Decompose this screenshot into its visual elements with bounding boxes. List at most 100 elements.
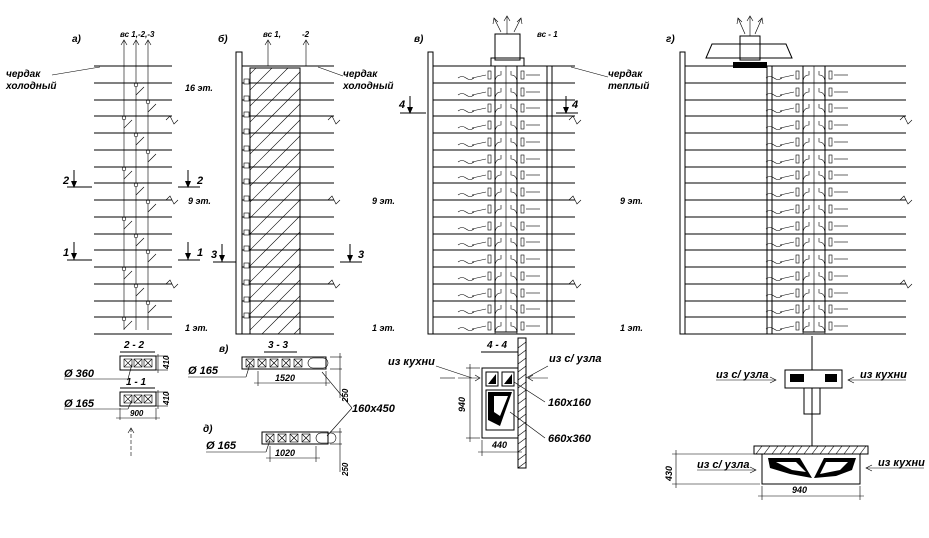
panel-g-branch-right bbox=[818, 71, 826, 84]
panel-g-roof-fan bbox=[705, 15, 793, 68]
panel-v-inflow-arrow bbox=[471, 241, 487, 246]
panel-g-inflow-wave bbox=[765, 176, 783, 180]
floor-1-label-v: 1 эт. bbox=[372, 323, 395, 333]
panel-b-grille bbox=[243, 145, 250, 152]
panel-g-branch-right bbox=[818, 138, 826, 151]
panel-v-inflow-arrow bbox=[471, 325, 487, 330]
svg-text:1: 1 bbox=[197, 247, 203, 259]
panel-a-branch bbox=[147, 103, 157, 113]
panel-a-branch bbox=[135, 186, 145, 196]
panel-v-branch-right bbox=[510, 121, 518, 134]
sub-v-duct-cross bbox=[245, 358, 255, 368]
panel-g-inflow-arrow bbox=[779, 191, 795, 196]
section-2-2-detail: 2 - 2 410 Ø 360 bbox=[64, 340, 171, 380]
sub-d-duct-box bbox=[301, 433, 311, 443]
panel-v-grille-left bbox=[487, 221, 492, 231]
panel-v-branch-left bbox=[494, 255, 502, 268]
svg-text:2: 2 bbox=[62, 175, 69, 187]
panel-v-grille-left bbox=[487, 271, 492, 281]
sub-v-collector bbox=[307, 357, 329, 369]
sub-v-duct-cross bbox=[269, 358, 279, 368]
panel-b-break-mark bbox=[327, 115, 341, 125]
panel-v-inflow-wave bbox=[457, 109, 475, 113]
panel-v-inflow-wave bbox=[457, 227, 475, 231]
hatch-line bbox=[250, 247, 300, 299]
panel-g-inflow-arrow bbox=[779, 292, 795, 297]
dim-d165-a: Ø 165 bbox=[64, 398, 95, 410]
panel-g-riser bbox=[765, 65, 848, 335]
panel-v-grille-right bbox=[520, 120, 525, 130]
slab-hatch-line bbox=[787, 445, 795, 455]
panel-g-inflow-arrow bbox=[779, 225, 795, 230]
panel-g-floor-lines bbox=[685, 65, 913, 335]
panel-g-grille-right bbox=[828, 187, 833, 197]
panel-b-grille bbox=[243, 95, 250, 102]
panel-v-grille-right bbox=[520, 321, 525, 331]
section-3-3-detail-d: д) Ø 165 1020 250 bbox=[203, 424, 350, 477]
panel-b-grille bbox=[243, 229, 250, 236]
floor-1-label-a: 1 эт. bbox=[185, 323, 208, 333]
panel-v-inflow-arrow bbox=[471, 74, 487, 79]
dim-940-b: 940 bbox=[792, 485, 807, 495]
panel-v-branch-right bbox=[510, 289, 518, 302]
wall-hatch-line bbox=[517, 397, 527, 405]
panel-g-inflow-arrow bbox=[779, 158, 795, 163]
panel-g-inflow-wave bbox=[765, 243, 783, 247]
panel-g-inflow-arrow bbox=[779, 308, 795, 313]
panel-v-grille-right bbox=[520, 254, 525, 264]
panel-v-wall-left bbox=[427, 51, 434, 335]
panel-g-branch-right bbox=[818, 272, 826, 285]
floor-9-label-v: 9 эт. bbox=[372, 196, 395, 206]
panel-g-branch-right bbox=[818, 238, 826, 251]
hatch-line bbox=[293, 327, 300, 334]
panel-g-grille-left bbox=[795, 120, 800, 130]
panel-v-branch-right bbox=[510, 71, 518, 84]
sub-d-duct-box bbox=[289, 433, 299, 443]
slab-hatch-line bbox=[779, 445, 787, 455]
dim-250-b: 250 bbox=[341, 462, 350, 477]
panel-g-branch-right bbox=[818, 322, 826, 335]
wall-hatch-line bbox=[517, 357, 527, 365]
floor-9-label-g: 9 эт. bbox=[620, 196, 643, 206]
dim-160x160: 160x160 bbox=[548, 397, 592, 409]
panel-v-attic-label-2: теплый bbox=[608, 81, 649, 92]
panel-a-node bbox=[121, 115, 127, 121]
panel-a-attic-label-1: чердак bbox=[6, 69, 41, 80]
svg-text:2: 2 bbox=[196, 175, 203, 187]
floor-9-label-a: 9 эт. bbox=[188, 196, 211, 206]
sub-v-duct-box bbox=[281, 358, 291, 368]
panel-a-node bbox=[133, 283, 139, 289]
label-from-wc-g-bottom: из с/ узла bbox=[697, 459, 749, 471]
dim-d360: Ø 360 bbox=[64, 368, 95, 380]
panel-g-inflow-arrow bbox=[779, 74, 795, 79]
sub-v-duct-cross bbox=[257, 358, 267, 368]
panel-v-branch-right bbox=[510, 305, 518, 318]
panel-g-branch-left bbox=[802, 222, 810, 235]
panel-g-branch-right bbox=[818, 205, 826, 218]
panel-v-branch-left bbox=[494, 289, 502, 302]
section-4-4-detail: 4 - 4 940 440 160x160 660x360 из кухни и… bbox=[388, 337, 601, 469]
dim-430: 430 bbox=[664, 466, 674, 482]
slab-hatch-line bbox=[843, 445, 851, 455]
wall-hatch-line bbox=[517, 341, 527, 349]
svg-text:3: 3 bbox=[358, 249, 364, 261]
panel-g-inflow-wave bbox=[765, 310, 783, 314]
panel-g-inflow-arrow bbox=[779, 141, 795, 146]
panel-a-branch bbox=[123, 170, 133, 180]
sub-d-duct-box bbox=[277, 433, 287, 443]
panel-a-branch bbox=[147, 203, 157, 213]
panel-g-grille-left bbox=[795, 288, 800, 298]
panel-g-grille-right bbox=[828, 70, 833, 80]
panel-v-break-mark bbox=[568, 115, 582, 125]
panel-b-grille bbox=[243, 128, 250, 135]
panel-b-shaft bbox=[243, 67, 301, 335]
panel-v-branch-left bbox=[494, 205, 502, 218]
panel-g-branch-right bbox=[818, 305, 826, 318]
sub-d-collector bbox=[315, 432, 337, 444]
panel-a-node bbox=[145, 149, 151, 155]
panel-b-grille bbox=[243, 279, 250, 286]
panel-v-branch-left bbox=[494, 272, 502, 285]
panel-g-grille-right bbox=[828, 237, 833, 247]
panel-b-ventilation-diagram: б) вс 1, -2 чердак холодный 3 3 bbox=[211, 30, 394, 335]
wall-hatch-line bbox=[517, 445, 527, 453]
